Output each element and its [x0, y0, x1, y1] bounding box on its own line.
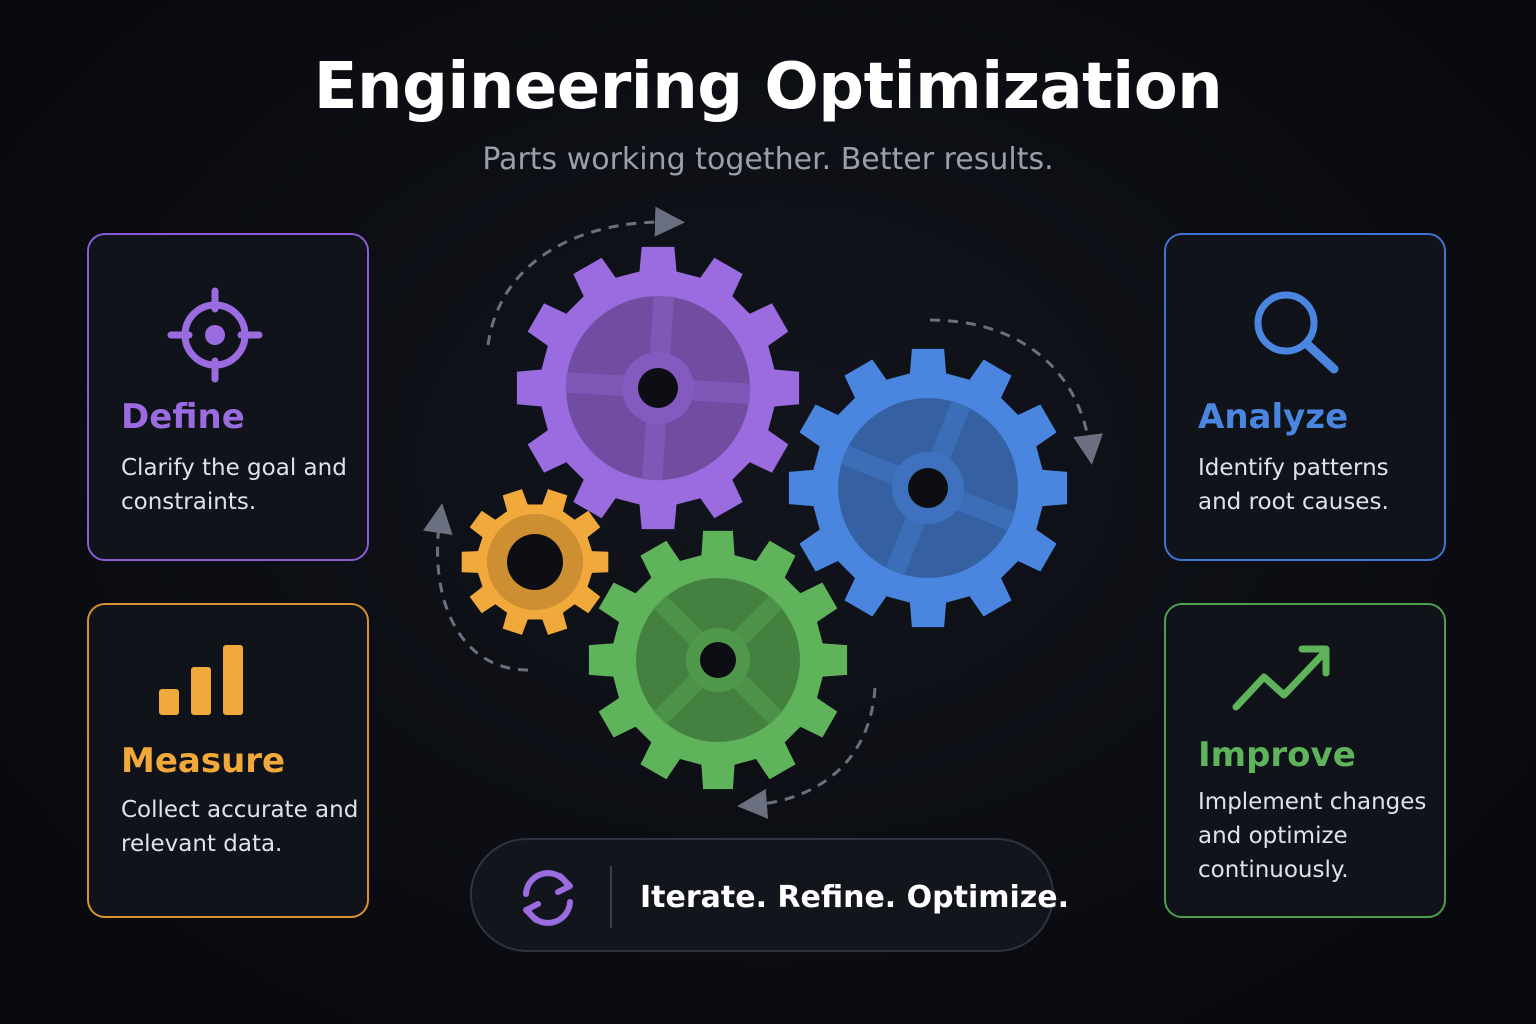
purple-gear [516, 246, 800, 530]
trend-up-icon [1232, 645, 1330, 711]
measure-card: Measure Collect accurate and relevant da… [87, 603, 369, 918]
iterate-banner: Iterate. Refine. Optimize. [470, 838, 1069, 952]
rotation-arrow [929, 318, 1104, 465]
banner-divider [610, 866, 612, 928]
analyze-card: Analyze Identify patterns and root cause… [1164, 233, 1446, 561]
gear-hole [908, 468, 948, 508]
measure-title: Measure [121, 741, 286, 781]
analyze-description: Identify patterns and root causes. [1198, 455, 1389, 515]
blue-gear [788, 348, 1068, 628]
gear-hole [700, 642, 736, 678]
measure-description: Collect accurate and relevant data. [121, 797, 359, 857]
magnifier-icon [1254, 291, 1339, 374]
green-gear [588, 530, 848, 790]
banner-text: Iterate. Refine. Optimize. [640, 880, 1069, 915]
improve-description: Implement changes and optimize continuou… [1198, 789, 1427, 883]
gears-illustration [422, 206, 1104, 819]
improve-title: Improve [1198, 735, 1356, 775]
define-card: Define Clarify the goal and constraints. [87, 233, 369, 561]
page-subtitle: Parts working together. Better results. [482, 142, 1054, 177]
analyze-title: Analyze [1198, 397, 1349, 437]
gear-hole [507, 534, 563, 590]
improve-card: Improve Implement changes and optimize c… [1164, 603, 1446, 918]
cycle-arrows-icon [523, 870, 573, 926]
define-description: Clarify the goal and constraints. [121, 455, 347, 515]
rotation-arrow [737, 687, 877, 819]
page-title: Engineering Optimization [313, 50, 1223, 124]
rotation-arrow [486, 206, 685, 346]
gear-hole [638, 368, 678, 408]
target-icon [167, 287, 263, 383]
bar-chart-icon [159, 645, 243, 715]
orange-gear [461, 489, 609, 635]
define-title: Define [121, 397, 245, 437]
rotation-arrow [422, 503, 529, 672]
